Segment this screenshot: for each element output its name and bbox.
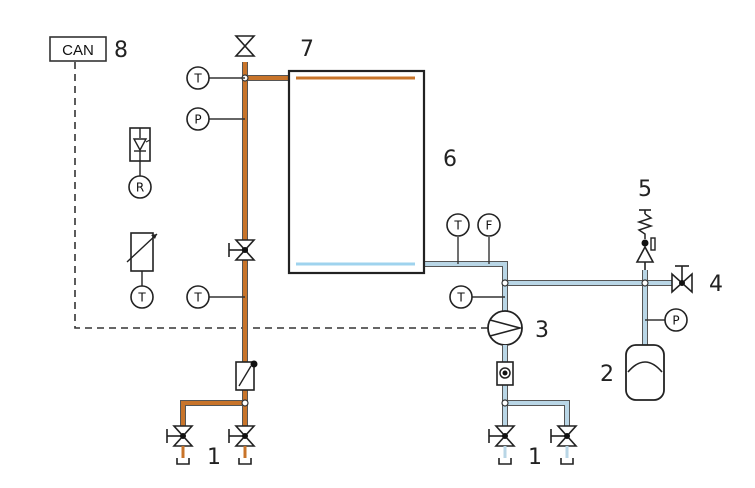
cold-pipes [298, 261, 680, 428]
sensor-t-collector: T [446, 213, 470, 237]
check-valve [496, 345, 514, 386]
label-7: 7 [300, 37, 314, 62]
label-3: 3 [535, 318, 549, 343]
label-4: 4 [709, 272, 723, 297]
svg-text:P: P [672, 314, 679, 328]
svg-text:F: F [486, 219, 493, 233]
label-6: 6 [443, 147, 457, 172]
sensor-p-top: P [186, 107, 210, 131]
sensor-t-legend: T [130, 285, 154, 309]
svg-text:P: P [194, 113, 201, 127]
shutoff-valve-hot [228, 239, 256, 261]
shutoff-valve-4 [671, 265, 693, 294]
sensor-t-top: T [186, 66, 210, 90]
junctions [241, 74, 649, 407]
sensor-r-legend: R [128, 175, 152, 199]
sensor-t-mid: T [186, 285, 210, 309]
drain-valve-right-b [550, 425, 578, 465]
drain-valve-left-a [166, 425, 194, 465]
pump-3 [487, 310, 524, 346]
can-bus-line [74, 62, 488, 329]
svg-text:T: T [456, 291, 465, 305]
label-2: 2 [600, 362, 614, 387]
label-1-left: 1 [207, 445, 221, 470]
svg-text:R: R [136, 181, 144, 195]
expansion-vessel-2 [625, 344, 665, 401]
drain-valve-right-a [488, 425, 516, 465]
drain-valve-left-b [228, 425, 256, 465]
legend-relay-symbol [129, 127, 151, 176]
sensor-p-vessel: P [664, 308, 688, 332]
svg-text:T: T [193, 72, 202, 86]
legend-variable-sensor-symbol [126, 232, 158, 286]
vent-valve-top [234, 35, 256, 57]
svg-text:T: T [453, 219, 462, 233]
label-1-right: 1 [528, 445, 542, 470]
collector-tubes [299, 80, 409, 264]
sensor-t-pump: T [449, 285, 473, 309]
flow-meter-hot [235, 360, 258, 391]
safety-valve-5 [635, 209, 656, 270]
solar-collector [287, 69, 426, 275]
label-5: 5 [638, 177, 652, 202]
svg-text:T: T [137, 291, 146, 305]
sensor-f-collector: F [477, 213, 501, 237]
sensor-leaders [209, 77, 665, 321]
label-8: 8 [114, 38, 128, 63]
can-box: CAN [49, 36, 107, 62]
can-label: CAN [62, 42, 94, 59]
svg-text:T: T [193, 291, 202, 305]
